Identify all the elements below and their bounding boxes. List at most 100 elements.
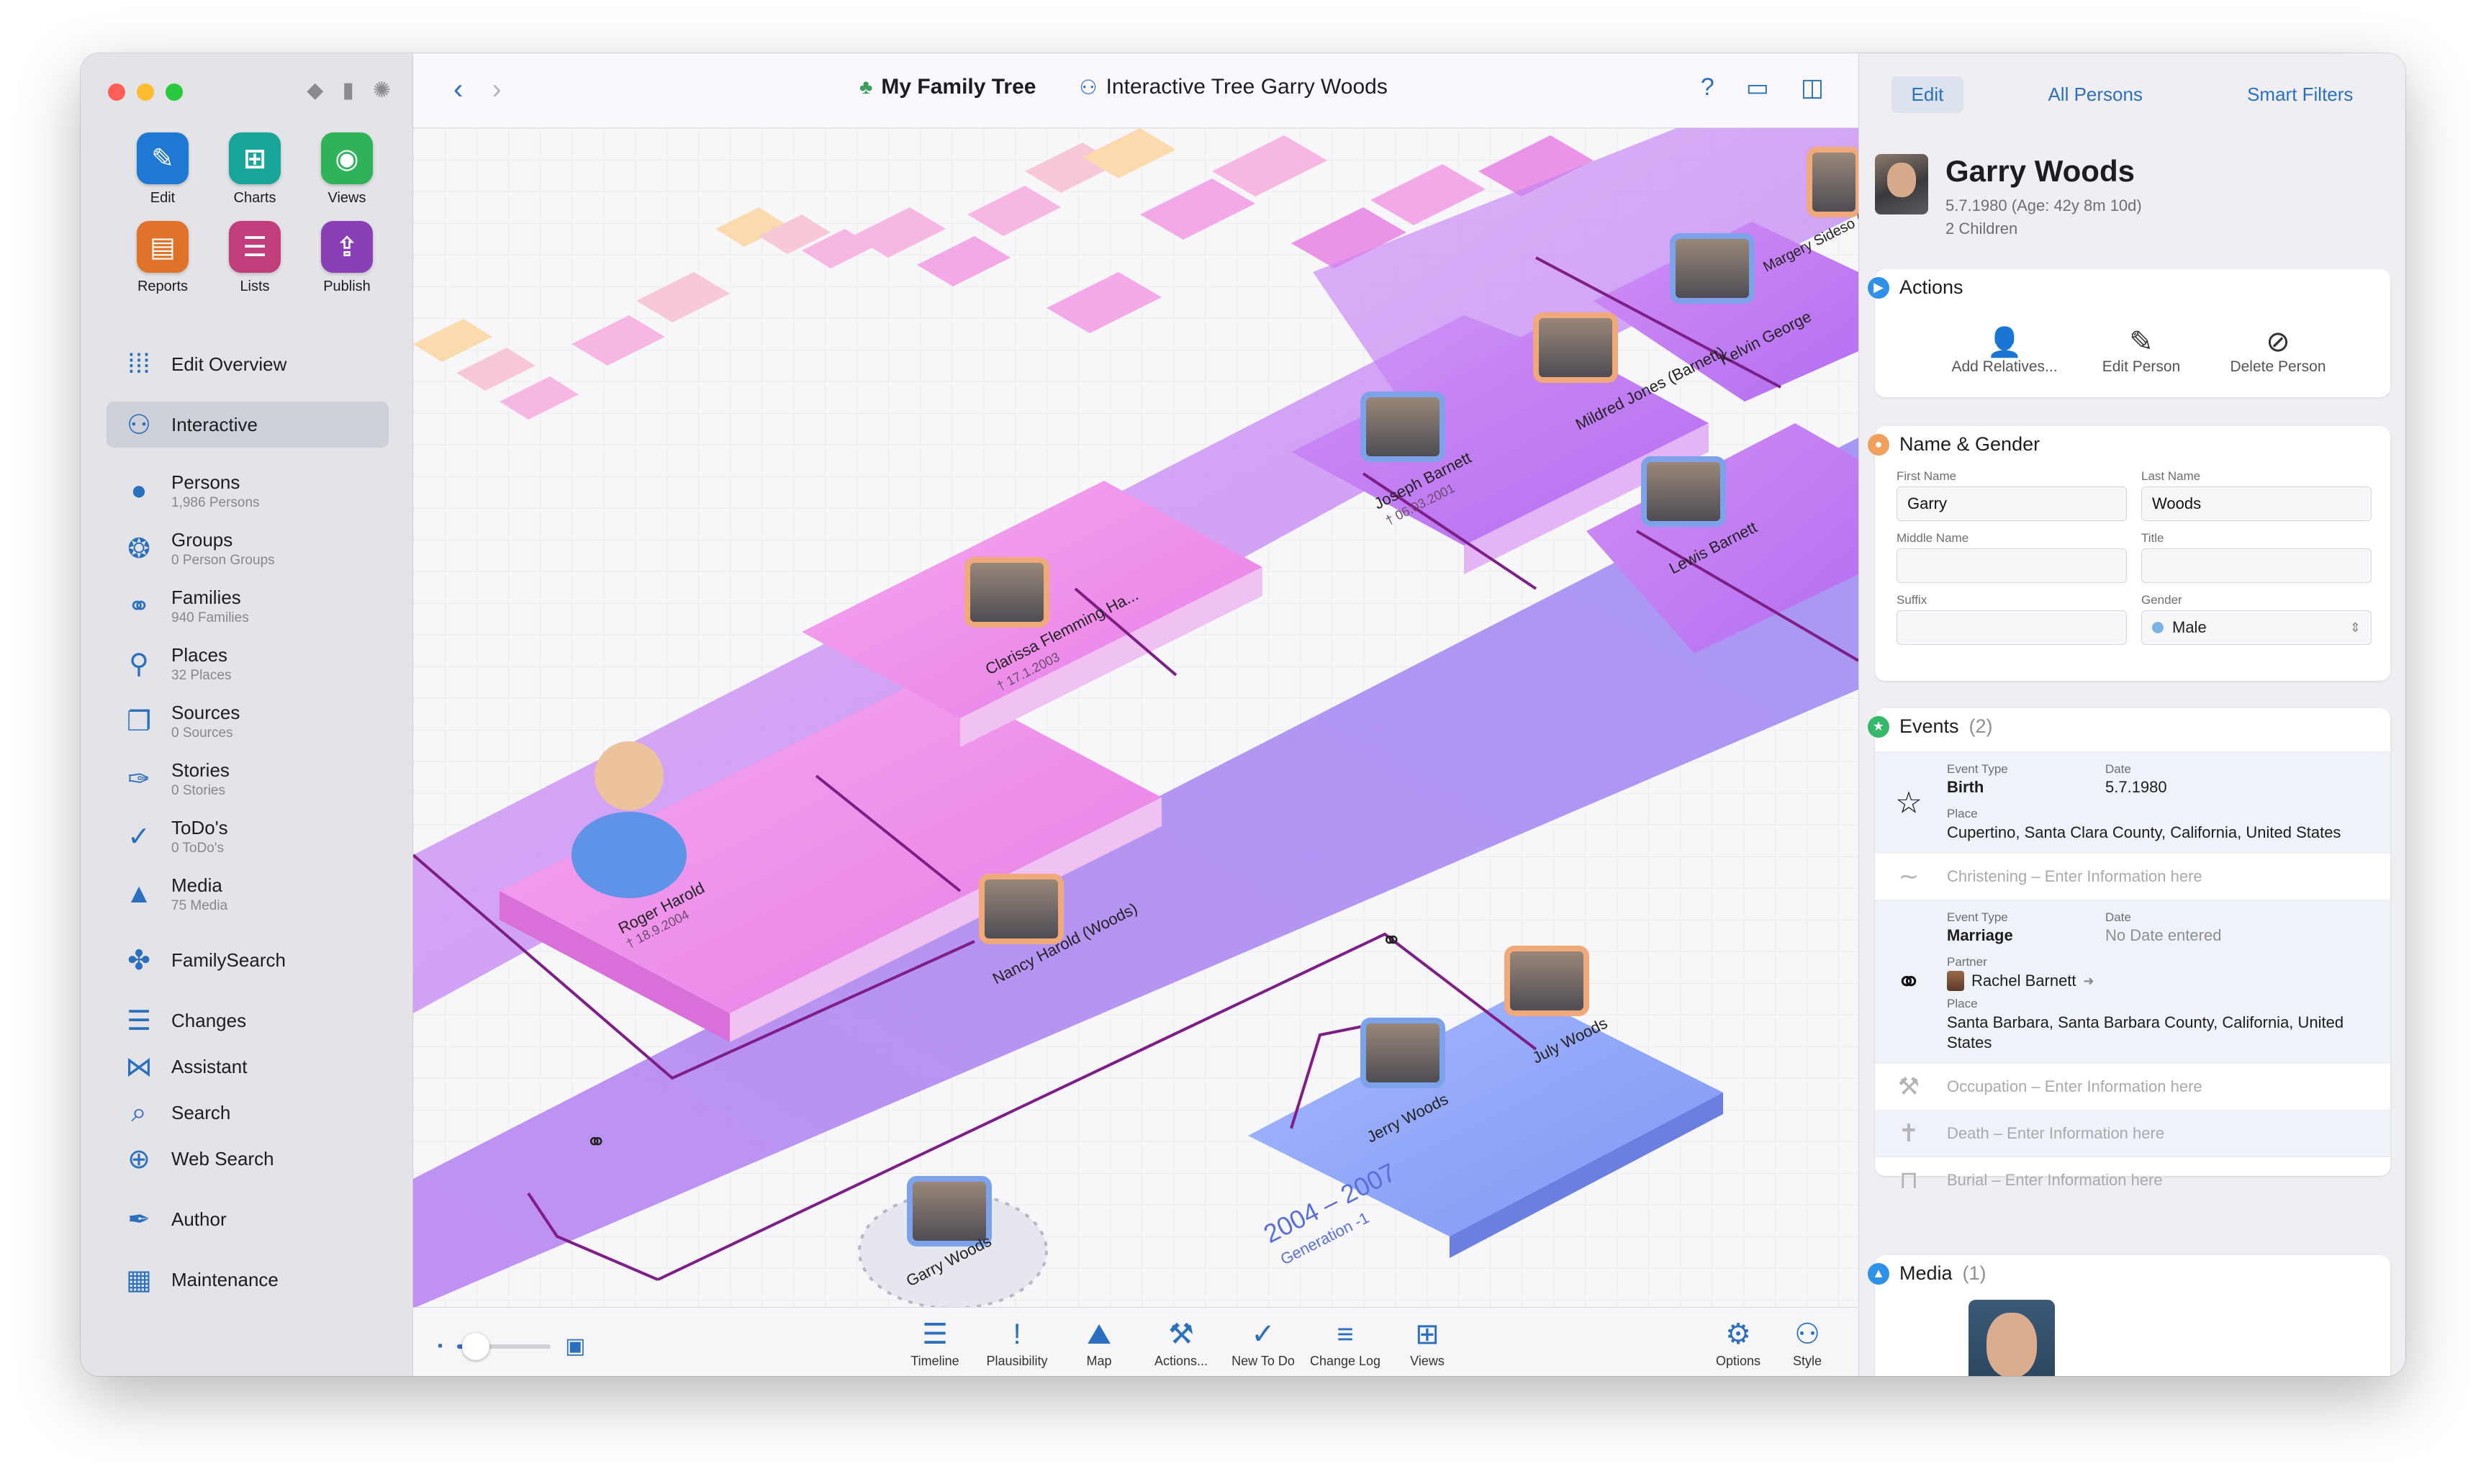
ancestor-boxes[interactable] (413, 128, 1594, 420)
app-publish[interactable]: ⇪ Publish (301, 221, 393, 295)
breadcrumb-tree[interactable]: ♣ My Family Tree (859, 75, 1036, 99)
app-charts[interactable]: ⊞ Charts (209, 132, 301, 207)
tool-change-log-button[interactable]: ≡Change Log (1310, 1318, 1380, 1369)
gender-select[interactable]: Male ⇕ (2141, 610, 2372, 645)
delete-person-button[interactable]: ⊘ Delete Person (2220, 325, 2336, 376)
chevron-right-icon[interactable]: ➜ (2083, 973, 2094, 988)
event-death[interactable]: ✝ Death – Enter Information here (1875, 1110, 2390, 1157)
add-relatives-button[interactable]: 👤 Add Relatives... (1947, 325, 2062, 376)
family-box-generation-minus-1[interactable] (1248, 992, 1723, 1258)
lists-icon: ☰ (229, 221, 281, 273)
sidebar-item-edit-overview[interactable]: ⁞⁞⁞ Edit Overview (107, 341, 389, 387)
tool-map-button[interactable]: ⛰Map (1067, 1318, 1131, 1369)
first-name-field[interactable] (1897, 487, 2127, 521)
options-button[interactable]: ⚙ Options (1706, 1318, 1771, 1369)
sidebar-item-label: Edit Overview (171, 353, 287, 375)
sidebar-item-changes[interactable]: ☰ Changes (107, 997, 389, 1044)
zoom-in-icon[interactable]: ▣ (565, 1334, 586, 1358)
tab-smart-filters[interactable]: Smart Filters (2247, 83, 2354, 105)
partner-link[interactable]: Rachel Barnett➜ (1947, 971, 2380, 991)
tool-views-button[interactable]: ⊞Views (1395, 1318, 1460, 1369)
sidebar-item-familysearch[interactable]: ✤ FamilySearch (107, 937, 389, 983)
marriage-symbol: ⚭ (586, 1128, 607, 1157)
last-name-field[interactable] (2141, 487, 2372, 521)
tool-label: Style (1792, 1354, 1822, 1368)
sidebar-item-web-search[interactable]: ⊕ Web Search (107, 1136, 389, 1182)
gender-value: Male (2172, 618, 2207, 636)
sidebar-item-search[interactable]: ⌕ Search (107, 1090, 389, 1136)
app-launcher: ✎ Edit ⊞ Charts ◉ Views ▤ Reports ☰ List… (117, 132, 390, 295)
zoom-slider-knob[interactable] (462, 1332, 490, 1360)
sidebar-toggle-icon[interactable]: ◫ (1800, 74, 1824, 101)
tab-all-persons[interactable]: All Persons (2048, 83, 2143, 105)
title-field[interactable] (2141, 548, 2372, 583)
charts-icon: ⊞ (229, 132, 281, 184)
sidebar-item-count: 32 Places (171, 667, 232, 683)
event-placeholder: Death – Enter Information here (1947, 1124, 2165, 1142)
interactive-tree-canvas[interactable]: ⚭ ⚭ ⚭ ⚭ 2004 – 2007 Generation -1 Garry … (413, 128, 1858, 1308)
event-occupation[interactable]: ⚒ Occupation – Enter Information here (1875, 1063, 2390, 1110)
list-icon: ≡ (1337, 1318, 1354, 1350)
forward-button[interactable]: › (492, 73, 502, 105)
app-views[interactable]: ◉ Views (301, 132, 393, 207)
back-button[interactable]: ‹ (453, 73, 464, 105)
sidebar-item-author[interactable]: ✒ Author (107, 1196, 389, 1242)
app-lists[interactable]: ☰ Lists (209, 221, 301, 295)
sidebar-item-maintenance[interactable]: ▦ Maintenance (107, 1257, 389, 1303)
sidebar-item-assistant[interactable]: ⋈ Assistant (107, 1044, 389, 1090)
badge-icon[interactable]: ✺ (372, 78, 391, 102)
tool-plausibility-button[interactable]: !Plausibility (985, 1318, 1049, 1369)
style-icon: ⚇ (1794, 1318, 1820, 1350)
middle-name-field[interactable] (1897, 548, 2127, 583)
tool-timeline-button[interactable]: ☰Timeline (903, 1318, 967, 1369)
field-label: First Name (1897, 469, 1957, 483)
close-window-button[interactable] (108, 83, 125, 101)
app-label: Charts (233, 190, 276, 206)
family-box-lewis[interactable] (1586, 423, 1858, 653)
app-edit[interactable]: ✎ Edit (117, 132, 209, 207)
app-reports[interactable]: ▤ Reports (117, 221, 209, 295)
bookmark-icon[interactable]: ▮ (342, 78, 354, 102)
actions-row: 👤 Add Relatives... ✎ Edit Person ⊘ Delet… (1947, 325, 2336, 376)
help-button[interactable]: ? (1700, 73, 1714, 101)
window-layout-icon[interactable]: ▭ (1745, 74, 1769, 101)
suffix-field[interactable] (1897, 610, 2127, 645)
tree-3d-view[interactable]: ⚭ ⚭ ⚭ ⚭ 2004 – 2007 Generation -1 Garry … (413, 128, 1858, 1308)
event-christening[interactable]: ∼ Christening – Enter Information here (1875, 853, 2390, 900)
field-label: Partner (1947, 955, 1987, 969)
zoom-window-button[interactable] (166, 83, 183, 101)
sidebar-item-interactive[interactable]: ⚇ Interactive (107, 402, 389, 448)
groups-icon: ❂ (127, 533, 150, 564)
style-button[interactable]: ⚇ Style (1775, 1318, 1840, 1369)
tool-actions-button[interactable]: ⚒Actions... (1149, 1318, 1213, 1369)
edit-person-button[interactable]: ✎ Edit Person (2084, 325, 2199, 376)
avatar[interactable] (1875, 154, 1928, 214)
family-box-roger-nancy[interactable] (500, 675, 1162, 1042)
person-node-garry-woods[interactable]: Garry Woods (858, 1176, 1048, 1308)
tool-new-to-do-button[interactable]: ✓New To Do (1231, 1318, 1296, 1369)
tag-icon[interactable]: ◆ (307, 78, 324, 102)
family-box-kelvin[interactable] (1594, 222, 1858, 402)
section-title-text: Actions (1899, 276, 1963, 298)
zoom-out-icon[interactable]: ▪ (438, 1338, 443, 1354)
zoom-slider[interactable] (457, 1332, 551, 1360)
breadcrumb-view[interactable]: ⚇ Interactive Tree Garry Woods (1079, 75, 1387, 99)
event-burial[interactable]: ⊓ Burial – Enter Information here (1875, 1157, 2390, 1203)
search-icon: ⌕ (131, 1097, 147, 1128)
minimize-window-button[interactable] (137, 83, 154, 101)
actions-section: ▶ Actions 👤 Add Relatives... ✎ Edit Pers… (1868, 269, 2390, 397)
action-label: Edit Person (2102, 358, 2181, 375)
media-thumbnail[interactable] (1969, 1300, 2055, 1376)
sidebar-item-label: ToDo's (171, 816, 228, 838)
tab-edit[interactable]: Edit (1891, 76, 1964, 113)
